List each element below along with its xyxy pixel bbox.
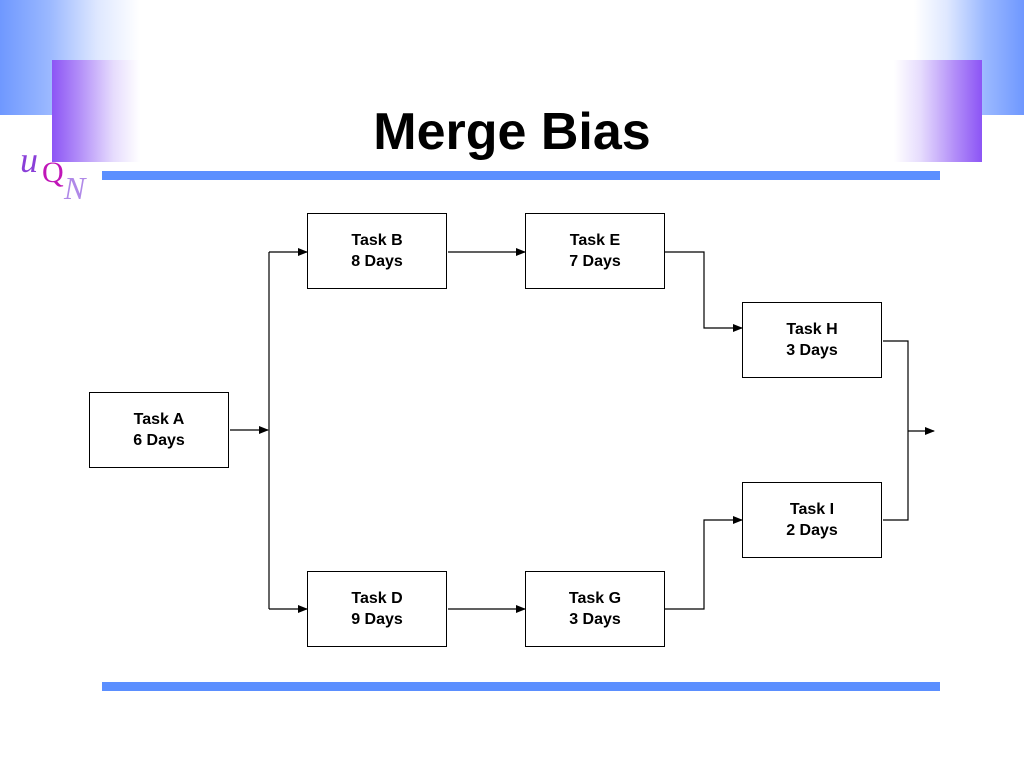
task-d-duration: 9 Days [351, 611, 403, 628]
task-a-name: Task A [133, 411, 185, 428]
task-g-name: Task G [568, 590, 622, 607]
connector-g-to-i [665, 516, 743, 610]
task-box-g: Task G 3 Days [525, 571, 665, 647]
task-a-duration: 6 Days [133, 432, 185, 449]
corner-decoration-top-right-inner [894, 60, 982, 162]
task-h-duration: 3 Days [786, 342, 838, 359]
connector-h-to-merge [883, 340, 909, 521]
task-i-name: Task I [789, 501, 835, 518]
task-b-name: Task B [351, 232, 403, 249]
logo-letter-u: u [20, 140, 38, 180]
slide-title: Merge Bias [373, 103, 651, 161]
task-h-name: Task H [786, 321, 838, 338]
title-divider-top [102, 171, 940, 180]
task-box-e: Task E 7 Days [525, 213, 665, 289]
task-box-i: Task I 2 Days [742, 482, 882, 558]
task-box-b: Task B 8 Days [307, 213, 447, 289]
task-box-h: Task H 3 Days [742, 302, 882, 378]
connector-e-to-h [665, 251, 743, 332]
task-e-duration: 7 Days [569, 253, 621, 270]
task-g-duration: 3 Days [569, 611, 621, 628]
corner-decoration-top-left-inner [52, 60, 140, 162]
uqn-logo-icon: u Q N [18, 142, 98, 212]
task-b-duration: 8 Days [351, 253, 403, 270]
logo-letter-n: N [64, 170, 86, 206]
task-d-name: Task D [351, 590, 403, 607]
footer-divider-bottom [102, 682, 940, 691]
task-box-a: Task A 6 Days [89, 392, 229, 468]
logo-letter-q: Q [42, 156, 64, 189]
task-i-duration: 2 Days [786, 522, 838, 539]
task-e-name: Task E [569, 232, 621, 249]
task-box-d: Task D 9 Days [307, 571, 447, 647]
